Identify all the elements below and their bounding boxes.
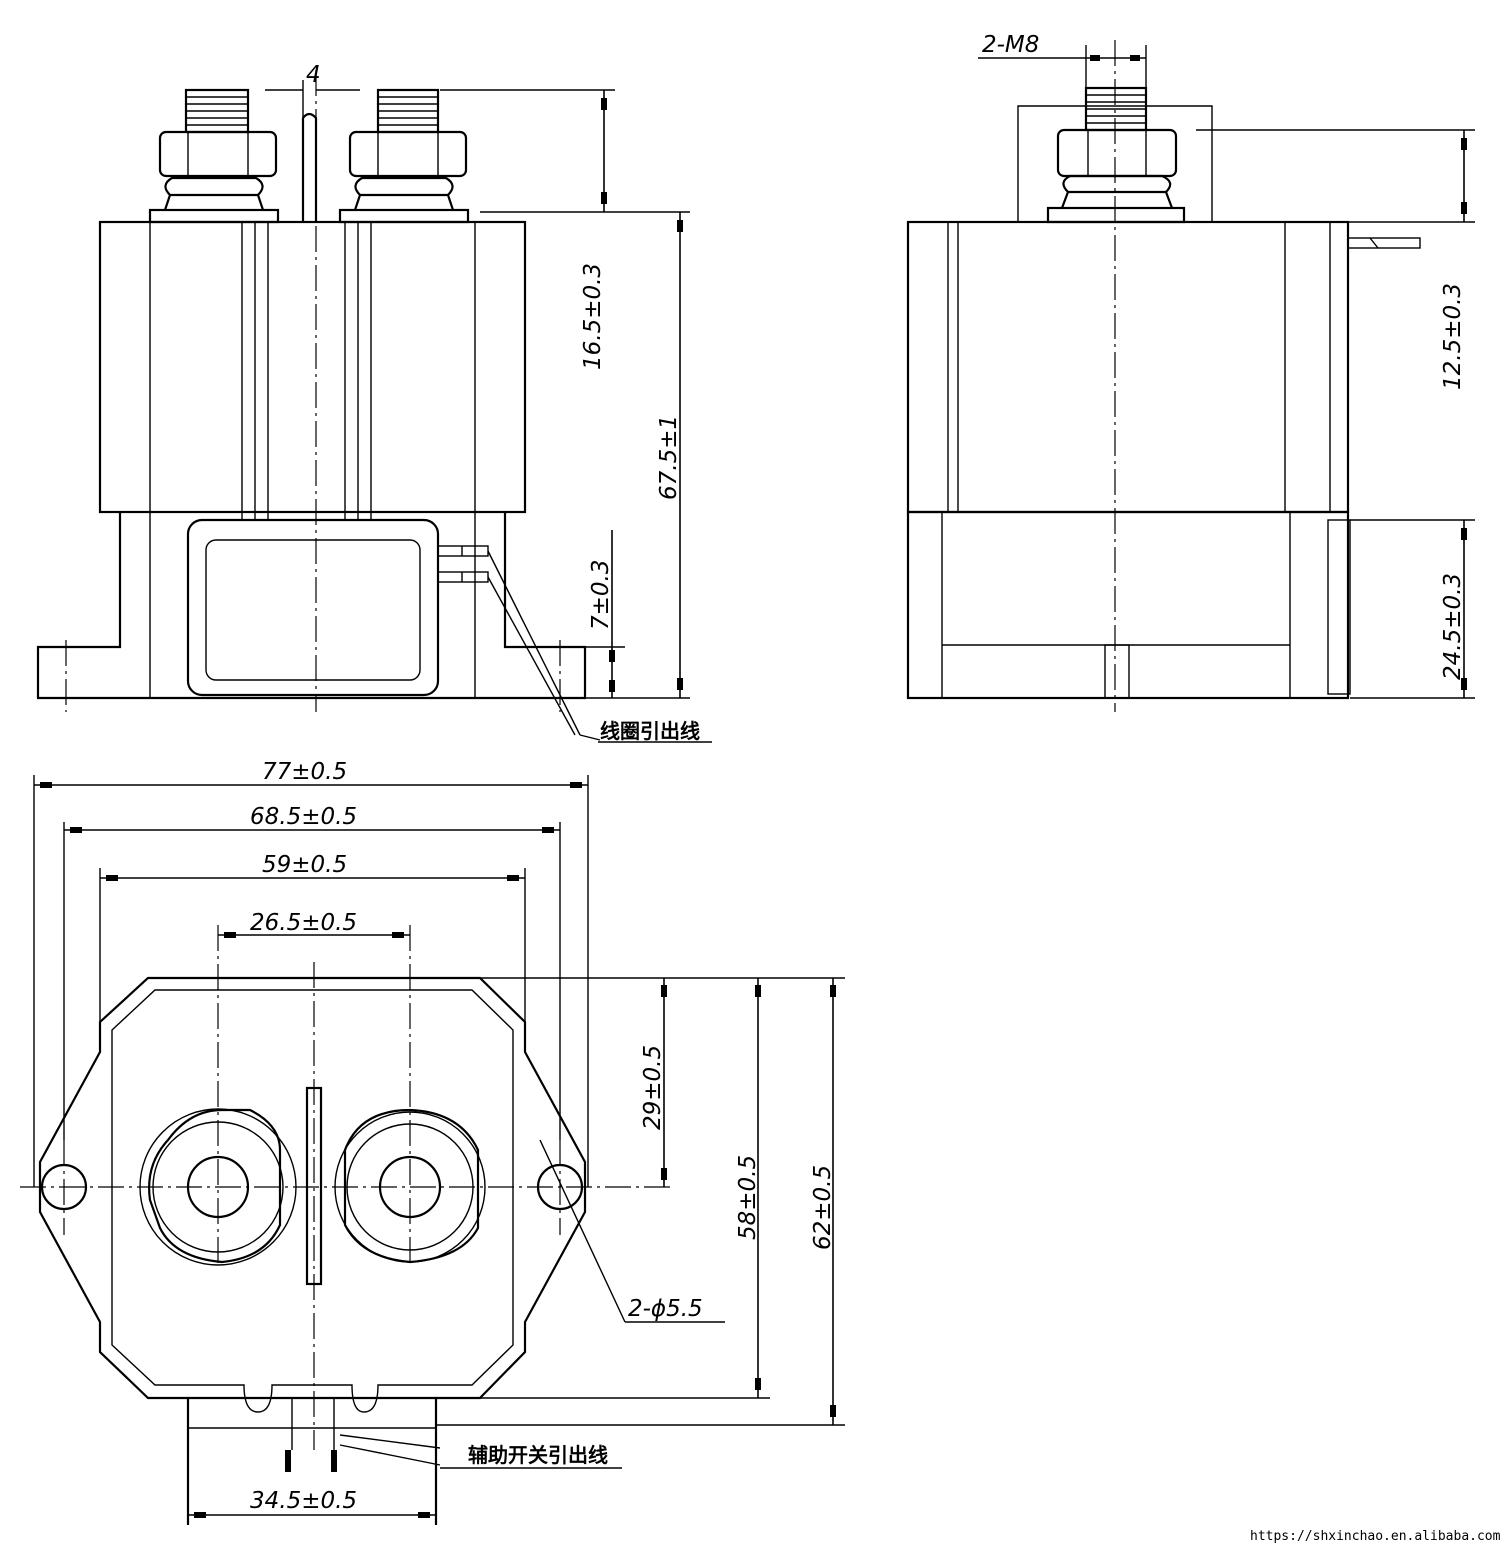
top-dim-width-59: 59±0.5 <box>262 852 347 878</box>
terminal-right <box>338 88 470 224</box>
side-dim-thread: 2-M8 <box>982 32 1039 58</box>
side-upper-body <box>906 220 1350 514</box>
terminal-left <box>148 88 280 224</box>
front-view: 4 16.5±0.3 67.5±1 7±0.3 线圈引出线 <box>36 62 712 743</box>
top-dim-height-62: 62±0.5 <box>810 1165 836 1250</box>
front-dim-gap: 4 <box>306 62 321 88</box>
front-upper-body <box>98 220 527 514</box>
top-inner-outline <box>111 989 514 1413</box>
top-flange-outline <box>38 976 587 1400</box>
side-dim-lower-height: 24.5±0.3 <box>1440 573 1466 680</box>
top-dim-terminal-spacing: 26.5±0.5 <box>250 910 357 936</box>
top-dim-center-offset: 29±0.5 <box>640 1045 666 1130</box>
top-view: 77±0.5 68.5±0.5 59±0.5 26.5±0.5 29±0.5 5… <box>20 759 845 1525</box>
top-dim-connector-width: 34.5±0.5 <box>250 1488 357 1514</box>
top-dim-height-58: 58±0.5 <box>735 1155 761 1240</box>
side-lower-body <box>906 510 1350 700</box>
coil-window-outer <box>186 518 440 697</box>
top-dim-width-77: 77±0.5 <box>262 759 347 785</box>
front-dim-base-height: 7±0.3 <box>588 560 614 630</box>
coil-window-inner <box>205 539 421 681</box>
top-dim-width-68: 68.5±0.5 <box>250 804 357 830</box>
front-dim-terminal-height: 16.5±0.3 <box>580 263 606 370</box>
label-coil-lead: 线圈引出线 <box>600 719 700 743</box>
label-aux-lead: 辅助开关引出线 <box>468 1443 608 1467</box>
side-view: 2-M8 12.5±0.3 24.5±0.3 <box>906 32 1475 712</box>
front-dim-total-height: 67.5±1 <box>656 415 682 500</box>
top-dim-holes: 2-ϕ5.5 <box>628 1296 703 1322</box>
side-dim-terminal-height: 12.5±0.3 <box>1440 283 1466 390</box>
front-base <box>36 512 587 700</box>
watermark-url: https://shxinchao.en.alibaba.com/ <box>1250 1529 1500 1544</box>
